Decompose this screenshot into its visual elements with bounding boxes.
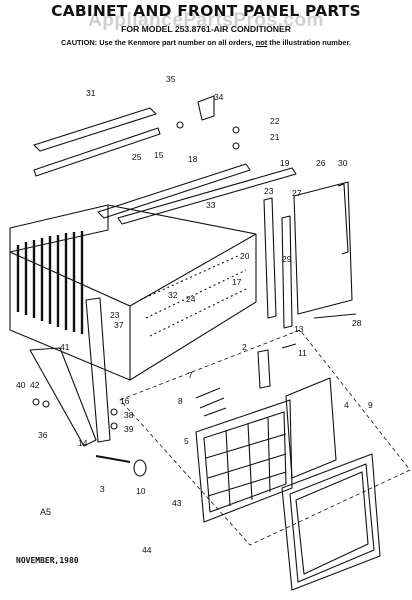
callout-number: 19 [280, 158, 290, 168]
support-bracket-part [97, 163, 251, 219]
side-panel-part [293, 181, 353, 315]
callout-number: 8 [178, 396, 183, 406]
callout-number: 42 [30, 380, 40, 390]
nut-part [32, 398, 40, 406]
latch-pin [281, 343, 297, 349]
diagram-code: A5 [40, 507, 52, 517]
washer-part [232, 126, 240, 134]
callout-number: 26 [316, 158, 326, 168]
callout-number: 13 [294, 324, 304, 334]
callout-number: 18 [188, 154, 198, 164]
callout-number: 3 [100, 484, 105, 494]
callout-number: 38 [124, 410, 134, 420]
fastener-part-b [110, 422, 118, 430]
callout-number: 9 [368, 400, 373, 410]
side-rail-part [33, 127, 161, 177]
rod-part [337, 183, 349, 255]
caution-emphasis: not [255, 38, 268, 47]
callout-number: 36 [38, 430, 48, 440]
callout-number: 25 [132, 152, 142, 162]
model-line: FOR MODEL 253.8761-AIR CONDITIONER [121, 24, 291, 34]
callout-number: 23 [110, 310, 120, 320]
support-leg-part [29, 347, 97, 447]
callout-number: 16 [120, 396, 130, 406]
cabinet-part [9, 204, 257, 381]
callout-number: 35 [166, 74, 176, 84]
callout-number: 21 [270, 132, 280, 142]
support-bracket-leg [85, 297, 111, 443]
watermark: AppliancePartsPros.com [88, 10, 324, 31]
top-rail-part [33, 107, 157, 152]
callout-number: 7 [188, 370, 193, 380]
callout-number: 44 [142, 545, 152, 555]
callout-number: 33 [206, 200, 216, 210]
trim-part [313, 313, 357, 319]
callout-number: 27 [292, 188, 302, 198]
callout-number: 17 [232, 277, 242, 287]
clip-part [197, 95, 215, 121]
front-grille-part [195, 399, 293, 523]
callout-number: 43 [172, 498, 182, 508]
fastener-part [110, 408, 118, 416]
hinge-hardware [195, 387, 227, 417]
callout-number: 30 [338, 158, 348, 168]
callout-number: 28 [352, 318, 362, 328]
knob-part [133, 459, 147, 477]
callout-number: 4 [344, 400, 349, 410]
nut-part-b [42, 400, 50, 408]
washer-part-b [232, 142, 240, 150]
callout-number: 32 [168, 290, 178, 300]
shaft-part [95, 455, 131, 463]
callout-number: 39 [124, 424, 134, 434]
latch-part [257, 349, 271, 389]
front-rail-part [117, 167, 297, 225]
callout-number: 40 [16, 380, 26, 390]
screw-part [176, 121, 184, 129]
caution-text: CAUTION: Use the Kenmore part number on … [61, 38, 254, 47]
callout-number: 15 [154, 150, 164, 160]
callout-number: 11 [298, 348, 307, 358]
callout-number: 14 [78, 438, 88, 448]
callout-number: 31 [86, 88, 96, 98]
front-panel-part [281, 453, 381, 591]
callout-number: 34 [214, 92, 224, 102]
side-strip-part-b [281, 215, 293, 329]
callout-number: 41 [60, 342, 70, 352]
caution-note: CAUTION: Use the Kenmore part number on … [0, 38, 412, 47]
filter-door-part [285, 377, 337, 479]
callout-number: 20 [240, 251, 250, 261]
callout-number: 23 [264, 186, 274, 196]
callout-number: 10 [136, 486, 146, 496]
callout-number: 2 [242, 342, 247, 352]
callout-number: 37 [114, 320, 124, 330]
page-title: CABINET AND FRONT PANEL PARTS [51, 2, 361, 20]
front-panel-group-outline [119, 329, 411, 546]
side-strip-part [263, 197, 277, 319]
revision-date: NOVEMBER,1980 [16, 556, 79, 565]
caution-text-end: the illustration number. [269, 38, 351, 47]
callout-number: 24 [186, 294, 196, 304]
callout-number: 5 [184, 436, 189, 446]
callout-number: 22 [270, 116, 280, 126]
callout-number: 29 [282, 254, 292, 264]
